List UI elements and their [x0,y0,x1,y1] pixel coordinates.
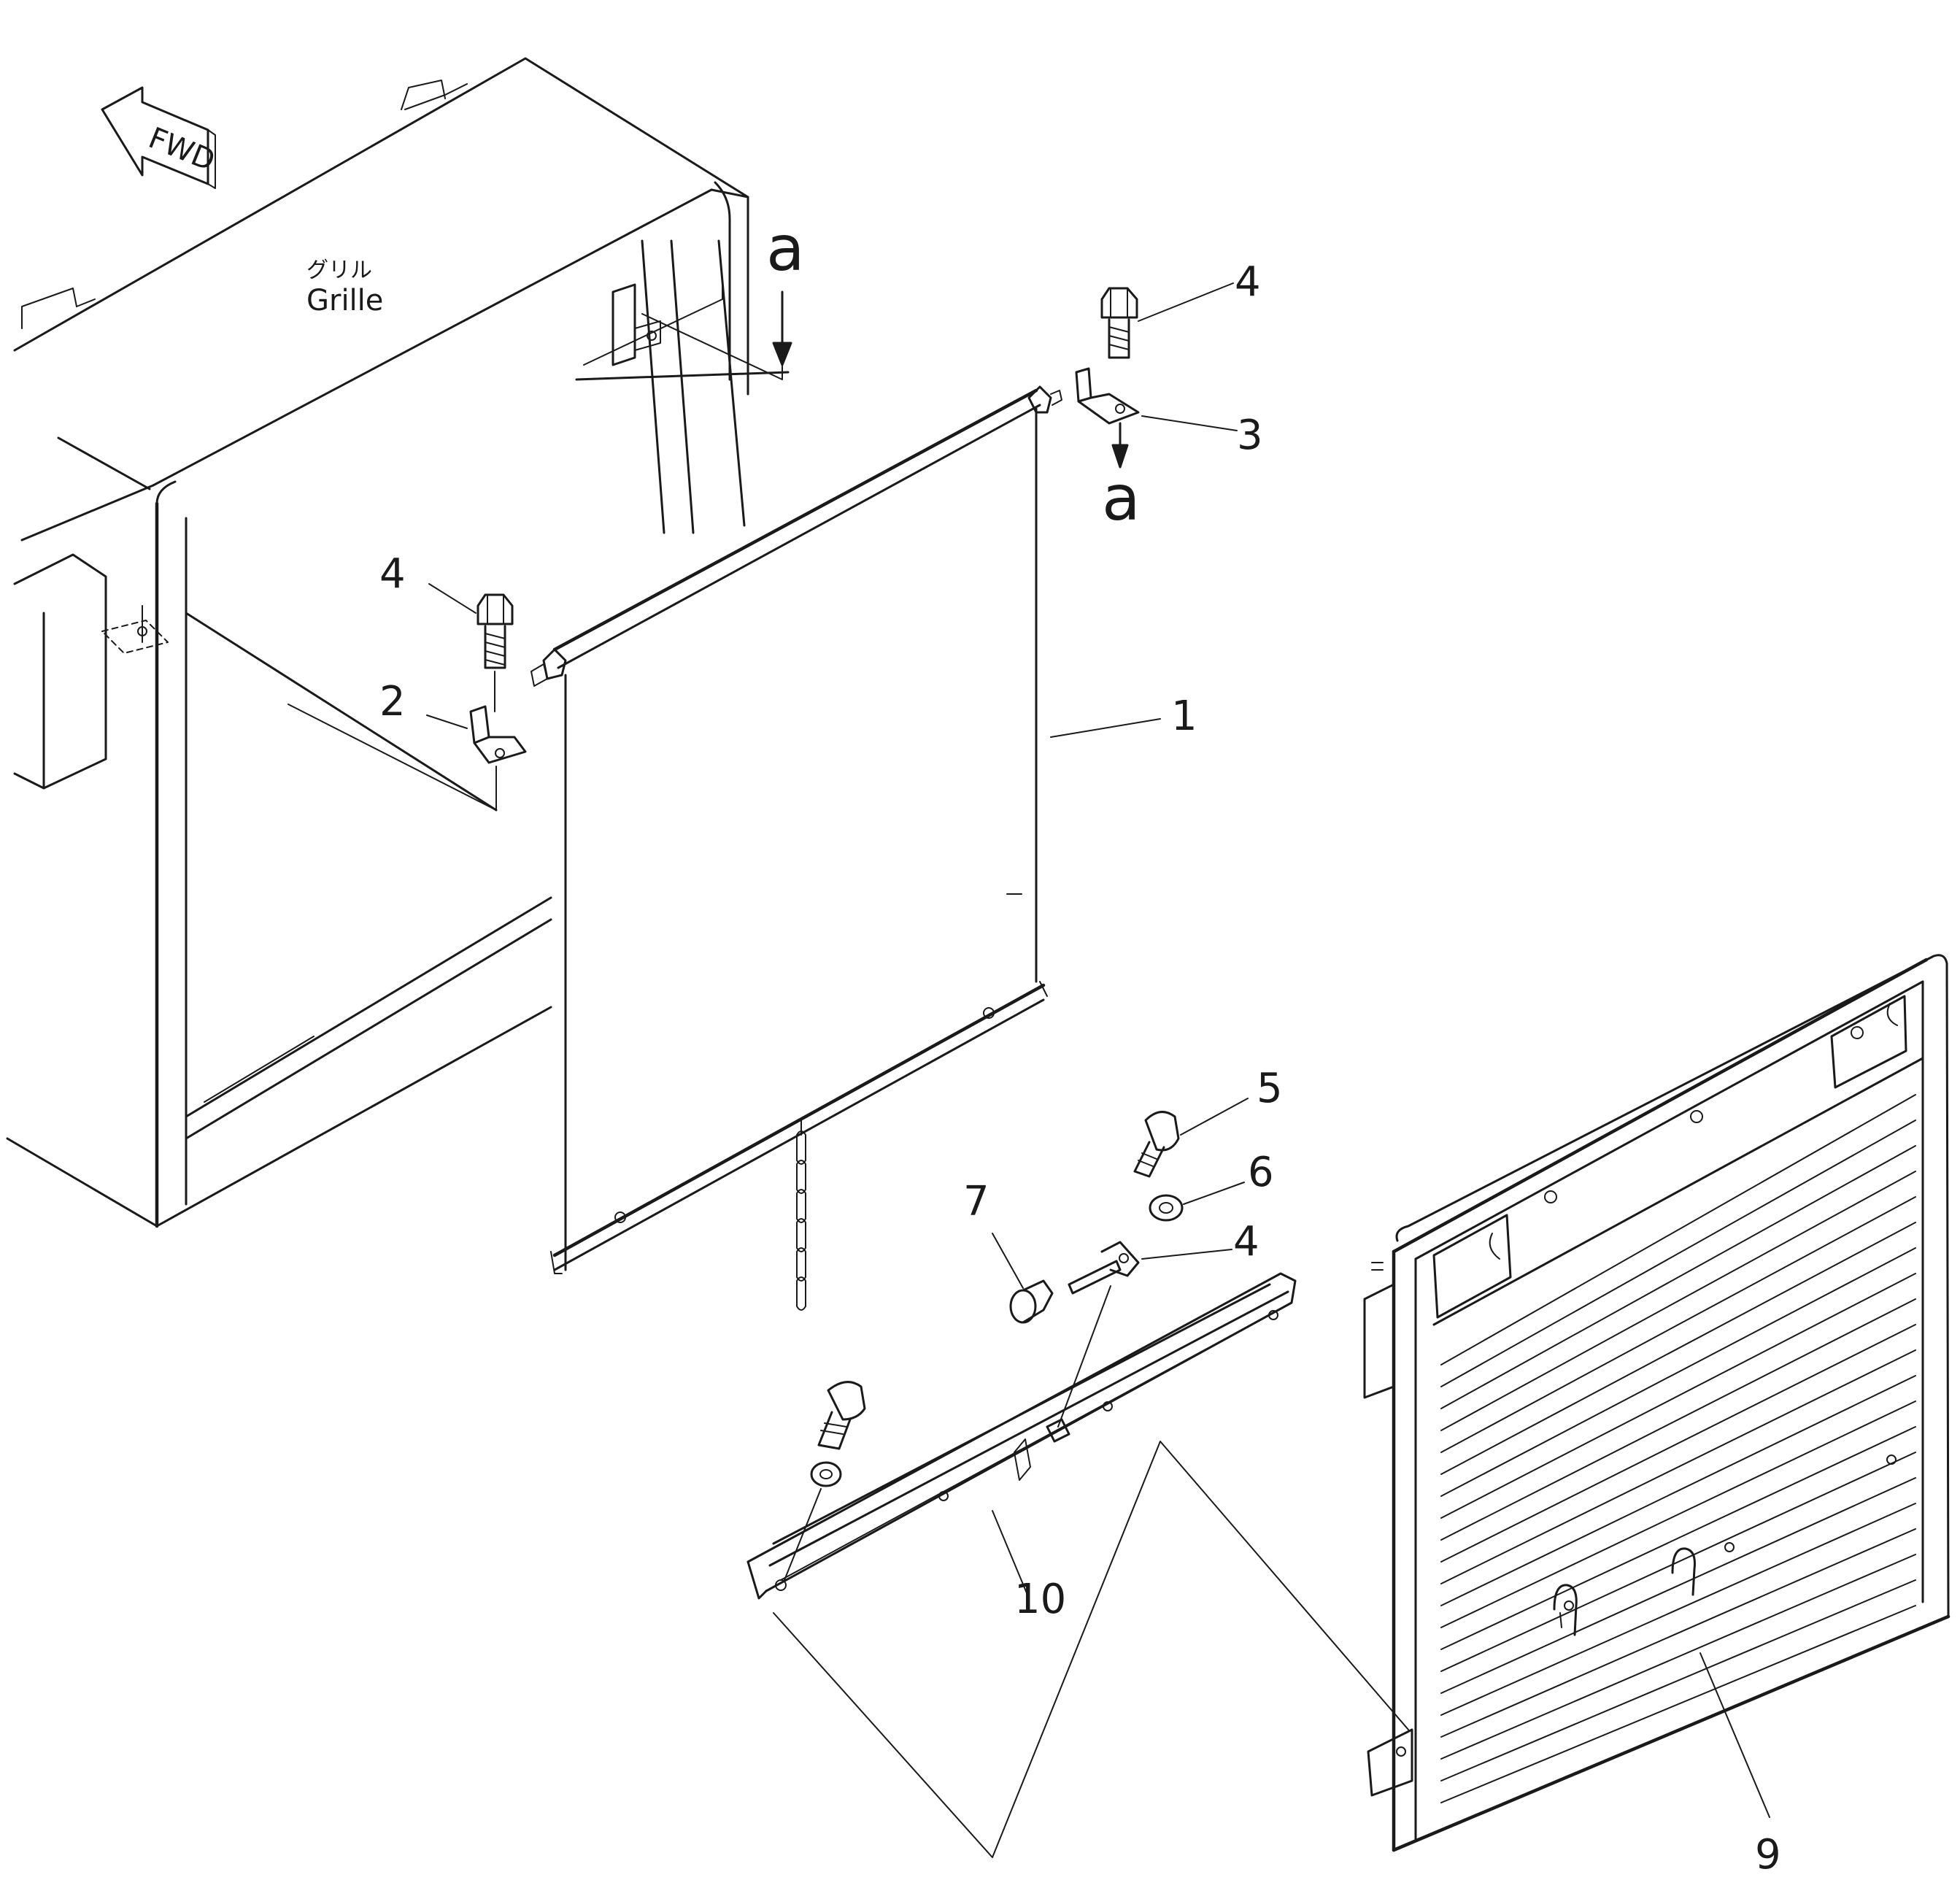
part-2-left-bracket: 2 [288,678,527,811]
callout-7: 6 [1248,1149,1274,1196]
callout-3: 3 [1237,412,1263,459]
callout-1: 1 [1171,693,1197,740]
callout-8: 7 [963,1178,989,1225]
grille-housing: グリル Grille [6,57,790,1228]
part-7-washer: 6 [1149,1149,1274,1222]
callout-6: 5 [1257,1065,1283,1112]
part-6-bolt: 5 [1133,1065,1283,1178]
part-10-rail: 10 [746,1272,1297,1623]
detail-marker-a-top: a [641,212,805,380]
part-4b-bolt: 4 [1100,258,1261,359]
callout-4b: 4 [1235,258,1261,306]
callout-2: 2 [379,678,406,725]
callout-4a: 4 [379,550,406,598]
grille-label-en: Grille [306,284,383,317]
part-1-roller-screen: 1 [530,385,1197,1311]
part-3-right-bracket: a 3 [1075,367,1263,535]
callout-10: 10 [1014,1576,1066,1623]
callout-9: 9 [1755,1831,1781,1879]
fwd-arrow-icon: FWD [101,86,220,189]
assembly-lines [773,1441,1409,1858]
part-9-front-grille: 9 [1363,954,1951,1879]
callout-5: 4 [1233,1218,1259,1265]
part-5-latch: 4 [1057,1218,1259,1428]
part-8-pin: 7 [963,1178,1054,1324]
detail-a-bottom-text: a [1102,462,1141,535]
grille-label-jp: グリル [306,258,372,283]
detail-a-top-text: a [766,212,805,285]
part-4a-bolt: 4 [379,550,514,712]
